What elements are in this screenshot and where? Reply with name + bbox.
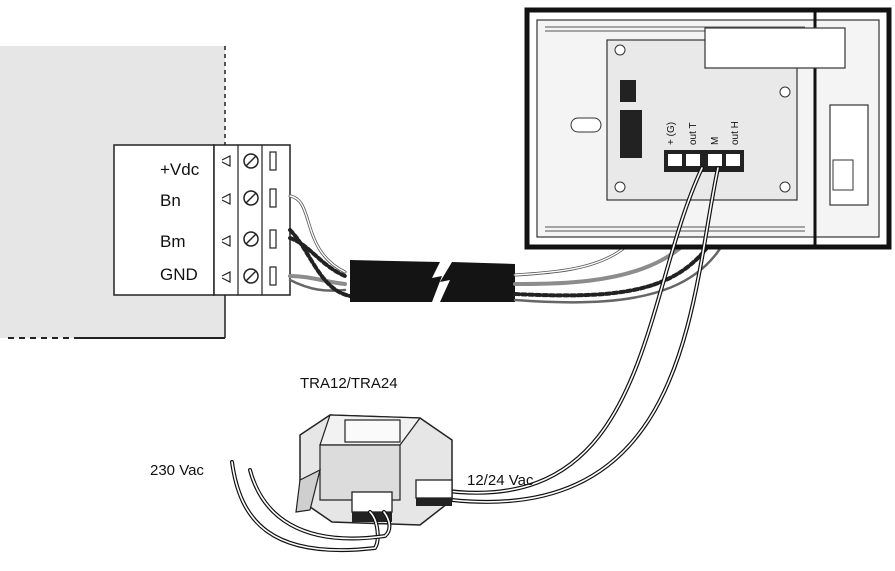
device-terminal-m: M xyxy=(710,137,721,145)
device-terminal-g: + (G) xyxy=(666,122,677,145)
power-wires xyxy=(438,166,720,504)
terminal-label-bm: Bm xyxy=(160,232,186,251)
controller-terminal-box: +Vdc Bn Bm GND xyxy=(113,144,215,296)
terminal-label-gnd: GND xyxy=(160,265,198,284)
controller-terminal-block xyxy=(213,144,291,296)
field-device: + (G) out T M out H xyxy=(524,7,892,250)
terminal-label-vdc: +Vdc xyxy=(160,160,200,179)
mains-wires xyxy=(230,460,392,553)
terminal-label-bn: Bn xyxy=(160,191,181,210)
transformer xyxy=(295,414,453,526)
primary-voltage-label: 230 Vac xyxy=(150,462,204,479)
secondary-voltage-label: 12/24 Vac xyxy=(467,472,534,489)
transformer-model-label: TRA12/TRA24 xyxy=(300,375,398,392)
device-terminal-out-h: out H xyxy=(730,121,741,145)
signal-cable xyxy=(288,158,742,304)
device-terminal-out-t: out T xyxy=(688,122,699,145)
